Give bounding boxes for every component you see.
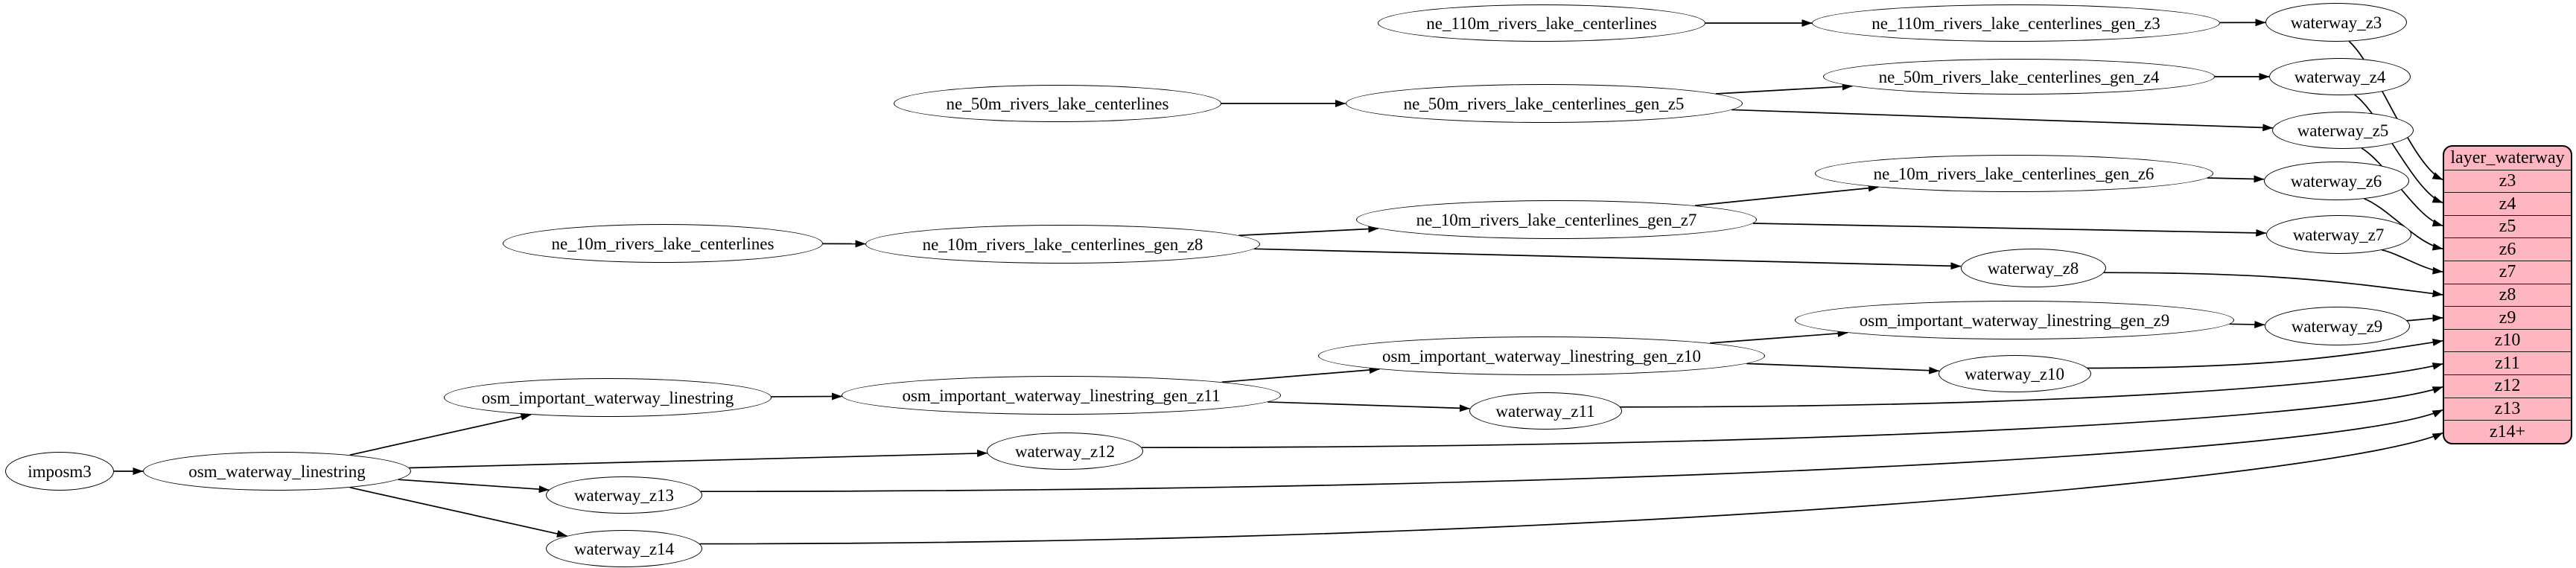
record-row-z8: z8 bbox=[2444, 283, 2571, 307]
edge bbox=[2207, 175, 2265, 183]
node-waterway_z10: waterway_z10 bbox=[1938, 355, 2091, 392]
edge bbox=[701, 409, 2443, 493]
edge bbox=[1694, 184, 1879, 207]
node-ne_50m_rivers_lake_centerlines_gen_z4: ne_50m_rivers_lake_centerlines_gen_z4 bbox=[1823, 59, 2215, 95]
node-osm_important_waterway_linestring_gen_z10: osm_important_waterway_linestring_gen_z1… bbox=[1318, 336, 1765, 375]
edge bbox=[1715, 83, 1853, 95]
edge bbox=[1731, 109, 2274, 132]
edge bbox=[1254, 248, 1962, 270]
edge bbox=[398, 479, 550, 494]
node-ne_10m_rivers_lake_centerlines: ne_10m_rivers_lake_centerlines bbox=[503, 224, 823, 263]
record-row-z3: z3 bbox=[2444, 169, 2571, 193]
edge bbox=[409, 450, 988, 469]
record-row-z13: z13 bbox=[2444, 397, 2571, 421]
node-waterway_z5: waterway_z5 bbox=[2272, 112, 2414, 149]
node-imposm3: imposm3 bbox=[5, 452, 114, 491]
edge bbox=[1710, 329, 1848, 344]
edge bbox=[1238, 225, 1379, 237]
record-title: layer_waterway bbox=[2450, 147, 2565, 167]
node-waterway_z14: waterway_z14 bbox=[546, 530, 702, 567]
record-row-z9: z9 bbox=[2444, 306, 2571, 329]
record-row-z10: z10 bbox=[2444, 328, 2571, 352]
edge bbox=[1746, 363, 1940, 374]
record-row-z4: z4 bbox=[2444, 192, 2571, 215]
edge bbox=[2229, 320, 2265, 328]
record-row-z7: z7 bbox=[2444, 261, 2571, 284]
node-ne_10m_rivers_lake_centerlines_gen_z6: ne_10m_rivers_lake_centerlines_gen_z6 bbox=[1814, 155, 2213, 192]
edge bbox=[699, 432, 2443, 545]
node-waterway_z11: waterway_z11 bbox=[1469, 392, 1622, 430]
edge bbox=[1267, 401, 1470, 412]
edge bbox=[1620, 363, 2443, 408]
node-ne_50m_rivers_lake_centerlines_gen_z5: ne_50m_rivers_lake_centerlines_gen_z5 bbox=[1345, 84, 1743, 123]
node-waterway_z13: waterway_z13 bbox=[546, 476, 702, 514]
record-row-z6: z6 bbox=[2444, 237, 2571, 261]
edge bbox=[2087, 338, 2443, 369]
node-waterway_z6: waterway_z6 bbox=[2263, 162, 2409, 200]
record-row-z5: z5 bbox=[2444, 214, 2571, 238]
node-ne_110m_rivers_lake_centerlines: ne_110m_rivers_lake_centerlines bbox=[1378, 4, 1705, 42]
node-osm_important_waterway_linestring_gen_z11: osm_important_waterway_linestring_gen_z1… bbox=[842, 376, 1281, 415]
record-row-z11: z11 bbox=[2444, 351, 2571, 374]
edge bbox=[2406, 314, 2443, 322]
node-waterway_z12: waterway_z12 bbox=[987, 433, 1143, 470]
node-osm_important_waterway_linestring_gen_z9: osm_important_waterway_linestring_gen_z9 bbox=[1795, 301, 2234, 339]
edge bbox=[2382, 249, 2443, 275]
node-ne_110m_rivers_lake_centerlines_gen_z3: ne_110m_rivers_lake_centerlines_gen_z3 bbox=[1812, 4, 2220, 42]
edge bbox=[349, 413, 532, 456]
node-ne_50m_rivers_lake_centerlines: ne_50m_rivers_lake_centerlines bbox=[894, 85, 1221, 122]
record-row-z14: z14+ bbox=[2444, 420, 2571, 443]
edge bbox=[1221, 366, 1380, 383]
record-row-z12: z12 bbox=[2444, 374, 2571, 398]
node-osm_important_waterway_linestring: osm_important_waterway_linestring bbox=[444, 378, 772, 417]
node-waterway_z9: waterway_z9 bbox=[2264, 307, 2410, 345]
node-waterway_z8: waterway_z8 bbox=[1960, 249, 2106, 287]
edge bbox=[2348, 40, 2443, 181]
edge bbox=[349, 486, 567, 537]
node-waterway_z3: waterway_z3 bbox=[2265, 3, 2407, 42]
edge bbox=[1752, 223, 2267, 237]
edge bbox=[2103, 272, 2443, 298]
node-ne_10m_rivers_lake_centerlines_gen_z8: ne_10m_rivers_lake_centerlines_gen_z8 bbox=[865, 225, 1260, 264]
node-waterway_z4: waterway_z4 bbox=[2269, 58, 2411, 95]
node-ne_10m_rivers_lake_centerlines_gen_z7: ne_10m_rivers_lake_centerlines_gen_z7 bbox=[1356, 200, 1757, 239]
edge bbox=[2354, 94, 2443, 204]
edge bbox=[1142, 386, 2443, 449]
node-waterway_z7: waterway_z7 bbox=[2265, 215, 2411, 254]
node-osm_waterway_linestring: osm_waterway_linestring bbox=[143, 452, 411, 491]
